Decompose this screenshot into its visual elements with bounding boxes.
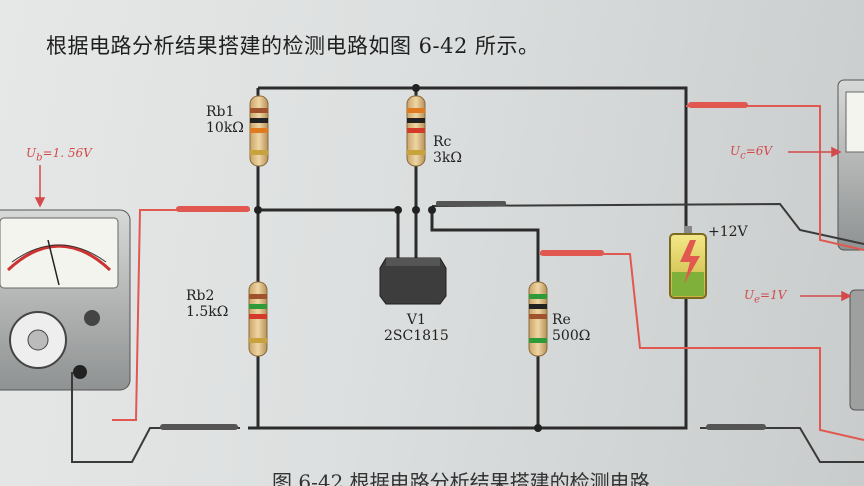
uc-symbol: U — [730, 144, 741, 158]
uc-value: =6V — [745, 144, 773, 158]
battery-icon — [669, 226, 707, 299]
rb2-label: Rb2 1.5kΩ — [186, 288, 228, 320]
measurement-wires — [71, 202, 864, 463]
rc-label: Rc 3kΩ — [433, 134, 462, 166]
transistor-model: 2SC1815 — [384, 328, 449, 344]
multimeter-left — [0, 209, 131, 391]
transistor-v1 — [379, 257, 447, 305]
ub-sub: b — [36, 152, 43, 164]
figure-caption: 图 6-42 根据电路分析结果搭建的检测电路 — [272, 470, 650, 486]
rb1-name: Rb1 — [206, 104, 235, 120]
page-heading: 根据电路分析结果搭建的检测电路如图 6-42 所示。 — [46, 34, 540, 58]
ub-value: =1. 56V — [42, 146, 92, 160]
transistor-name: V1 — [406, 312, 426, 328]
junction-dots — [254, 84, 542, 432]
re-value: 500Ω — [552, 328, 591, 344]
resistor-rb2 — [248, 281, 268, 357]
rb2-name: Rb2 — [186, 288, 215, 304]
re-name: Re — [552, 312, 571, 328]
resistor-re — [528, 281, 548, 357]
rb1-value: 10kΩ — [206, 120, 244, 136]
transistor-label: V1 2SC1815 — [384, 312, 449, 344]
probe-tips — [160, 102, 766, 430]
ue-measurement: Ue=1V — [744, 288, 786, 305]
uc-sub: c — [740, 150, 746, 162]
rc-name: Rc — [433, 134, 452, 150]
multimeter-right — [837, 79, 864, 411]
ue-value: =1V — [760, 288, 787, 302]
circuit-wires — [248, 86, 688, 430]
resistor-rc — [406, 95, 426, 167]
ue-sub: e — [754, 294, 761, 306]
uc-measurement: Uc=6V — [730, 144, 772, 161]
battery-voltage: +12V — [708, 224, 748, 240]
ub-measurement: Ub=1. 56V — [26, 146, 92, 163]
ub-symbol: U — [26, 146, 37, 160]
rc-value: 3kΩ — [433, 150, 462, 166]
resistor-rb1 — [249, 95, 269, 167]
re-label: Re 500Ω — [552, 312, 590, 344]
ue-symbol: U — [744, 288, 755, 302]
measurement-arrows — [34, 146, 852, 302]
rb1-label: Rb1 10kΩ — [206, 104, 244, 136]
rb2-value: 1.5kΩ — [186, 304, 229, 320]
